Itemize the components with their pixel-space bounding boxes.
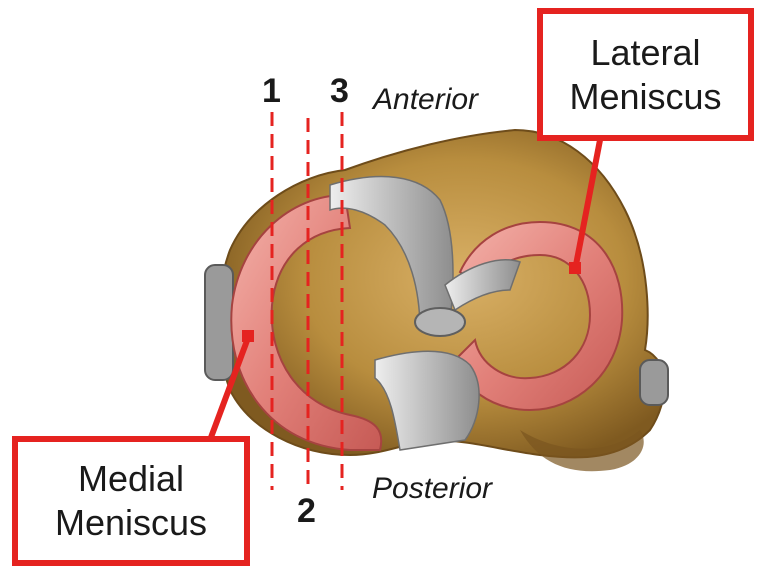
medial-label-line2: Meniscus — [55, 501, 207, 545]
section-number-2: 2 — [297, 492, 316, 531]
medial-label-line1: Medial — [55, 457, 207, 501]
lateral-label-line1: Lateral — [569, 31, 721, 75]
lateral-pointer-dot — [569, 262, 581, 274]
medial-collateral-stub — [205, 265, 233, 380]
medial-pointer-dot — [242, 330, 254, 342]
ligament-end — [415, 308, 465, 336]
lateral-label-line2: Meniscus — [569, 75, 721, 119]
medial-meniscus-label: Medial Meniscus — [12, 436, 250, 566]
section-number-1: 1 — [262, 72, 281, 111]
anterior-label: Anterior — [373, 83, 478, 117]
lateral-collateral-stub — [640, 360, 668, 405]
posterior-label: Posterior — [372, 472, 492, 506]
section-number-3: 3 — [330, 72, 349, 111]
lateral-meniscus-label: Lateral Meniscus — [537, 8, 754, 141]
